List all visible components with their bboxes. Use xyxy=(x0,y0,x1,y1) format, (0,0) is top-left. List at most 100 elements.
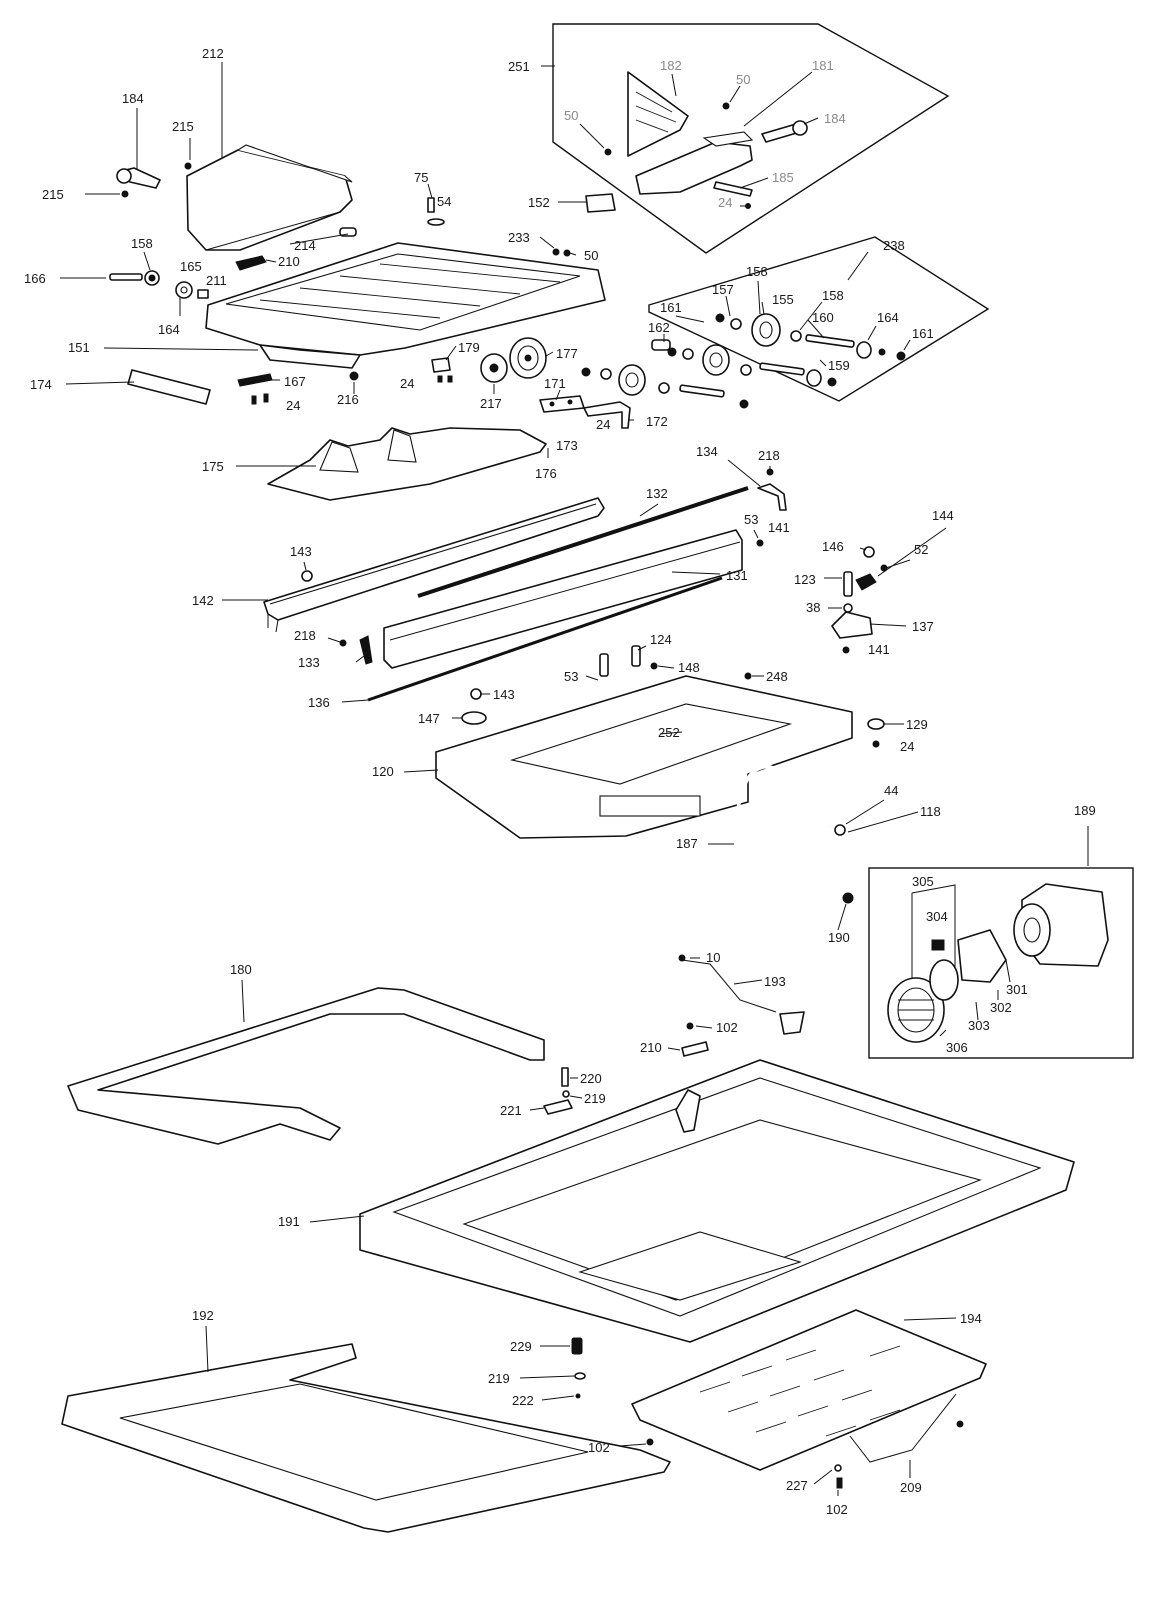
part-labels: 212 184 215 215 158 166 165 211 164 75 5… xyxy=(24,46,1096,1517)
label-180: 180 xyxy=(230,962,252,977)
label-160: 160 xyxy=(812,310,834,325)
part-184-locking-knob xyxy=(116,162,192,198)
label-218: 218 xyxy=(294,628,316,643)
label-220: 220 xyxy=(580,1071,602,1086)
label-189: 189 xyxy=(1074,803,1096,818)
label-221: 221 xyxy=(500,1103,522,1118)
part-161-nuts xyxy=(581,313,906,409)
label-209: 209 xyxy=(900,1480,922,1495)
part-142-rail xyxy=(263,497,605,633)
label-218: 218 xyxy=(758,448,780,463)
part-182-fence xyxy=(627,71,689,157)
part-148-screw xyxy=(650,662,658,670)
label-185: 185 xyxy=(772,170,794,185)
part-220-screw xyxy=(561,1067,569,1087)
label-148: 148 xyxy=(678,660,700,675)
part-233-screws xyxy=(552,248,571,257)
label-301: 301 xyxy=(1006,982,1028,997)
part-180-extension-frame xyxy=(67,987,545,1145)
part-216-nut xyxy=(349,371,359,381)
part-133-end-bracket xyxy=(359,635,373,665)
part-222-pin xyxy=(575,1393,581,1399)
part-102-screw-a xyxy=(686,1022,694,1030)
label-142: 142 xyxy=(192,593,214,608)
label-162: 162 xyxy=(648,320,670,335)
label-152: 152 xyxy=(528,195,550,210)
part-218-screw-a xyxy=(339,639,347,647)
label-215: 215 xyxy=(42,187,64,202)
label-216: 216 xyxy=(337,392,359,407)
label-248: 248 xyxy=(766,669,788,684)
label-147: 147 xyxy=(418,711,440,726)
part-102-screw-d xyxy=(956,1420,964,1428)
part-221-plate xyxy=(543,1099,573,1115)
label-219: 219 xyxy=(584,1091,606,1106)
part-181-fence-slide xyxy=(635,131,754,195)
label-184: 184 xyxy=(122,91,144,106)
label-102: 102 xyxy=(716,1020,738,1035)
part-194-tray-grate xyxy=(631,1309,987,1471)
label-302: 302 xyxy=(990,1000,1012,1015)
label-52: 52 xyxy=(914,542,928,557)
part-132-rack xyxy=(417,486,749,598)
part-219-washer-b xyxy=(574,1372,586,1380)
part-38-washer xyxy=(843,603,853,613)
label-303: 303 xyxy=(968,1018,990,1033)
label-132: 132 xyxy=(646,486,668,501)
part-248-screw xyxy=(744,672,752,680)
part-179-bracket xyxy=(431,357,453,383)
label-159: 159 xyxy=(828,358,850,373)
label-44: 44 xyxy=(884,783,898,798)
label-158: 158 xyxy=(746,264,768,279)
label-214: 214 xyxy=(294,238,316,253)
label-211: 211 xyxy=(206,273,227,288)
label-306: 306 xyxy=(946,1040,968,1055)
part-175-base-support xyxy=(267,427,547,501)
label-227: 227 xyxy=(786,1478,808,1493)
label-24: 24 xyxy=(400,376,414,391)
label-144: 144 xyxy=(932,508,954,523)
label-24: 24 xyxy=(596,417,610,432)
label-131: 131 xyxy=(726,568,748,583)
label-53: 53 xyxy=(744,512,758,527)
part-102-screw-c xyxy=(836,1477,843,1489)
part-214-pin xyxy=(339,227,357,237)
part-209-support-rod xyxy=(849,1393,957,1463)
assembly-251-frame xyxy=(552,23,950,254)
part-129-cap xyxy=(867,718,885,730)
label-215: 215 xyxy=(172,119,194,134)
label-136: 136 xyxy=(308,695,330,710)
label-141: 141 xyxy=(768,520,790,535)
label-179: 179 xyxy=(458,340,480,355)
part-171-bracket xyxy=(539,395,585,413)
label-174: 174 xyxy=(30,377,52,392)
label-50: 50 xyxy=(564,108,578,123)
label-229: 229 xyxy=(510,1339,532,1354)
label-53: 53 xyxy=(564,669,578,684)
part-143-cap-a xyxy=(301,570,313,582)
part-24-screw-e xyxy=(872,740,880,748)
label-123: 123 xyxy=(794,572,816,587)
label-190: 190 xyxy=(828,930,850,945)
label-118: 118 xyxy=(920,804,941,819)
part-166-bolt xyxy=(109,270,160,286)
part-141-screw-a xyxy=(756,539,764,547)
label-177: 177 xyxy=(556,346,578,361)
part-143-cap-b xyxy=(470,688,482,700)
assembly-238-frame xyxy=(648,236,990,402)
label-102: 102 xyxy=(588,1440,610,1455)
label-102: 102 xyxy=(826,1502,848,1517)
part-120-base-frame xyxy=(435,675,853,839)
label-210: 210 xyxy=(278,254,300,269)
part-193-drain-hose xyxy=(678,954,805,1035)
label-38: 38 xyxy=(806,600,820,615)
label-166: 166 xyxy=(24,271,46,286)
label-194: 194 xyxy=(960,1311,982,1326)
label-252: 252 xyxy=(658,725,680,740)
part-164-bearing xyxy=(806,341,872,387)
part-141-screw-b xyxy=(842,646,850,654)
label-158: 158 xyxy=(131,236,153,251)
part-54-ring xyxy=(427,197,445,226)
label-219: 219 xyxy=(488,1371,510,1386)
label-164: 164 xyxy=(877,310,899,325)
